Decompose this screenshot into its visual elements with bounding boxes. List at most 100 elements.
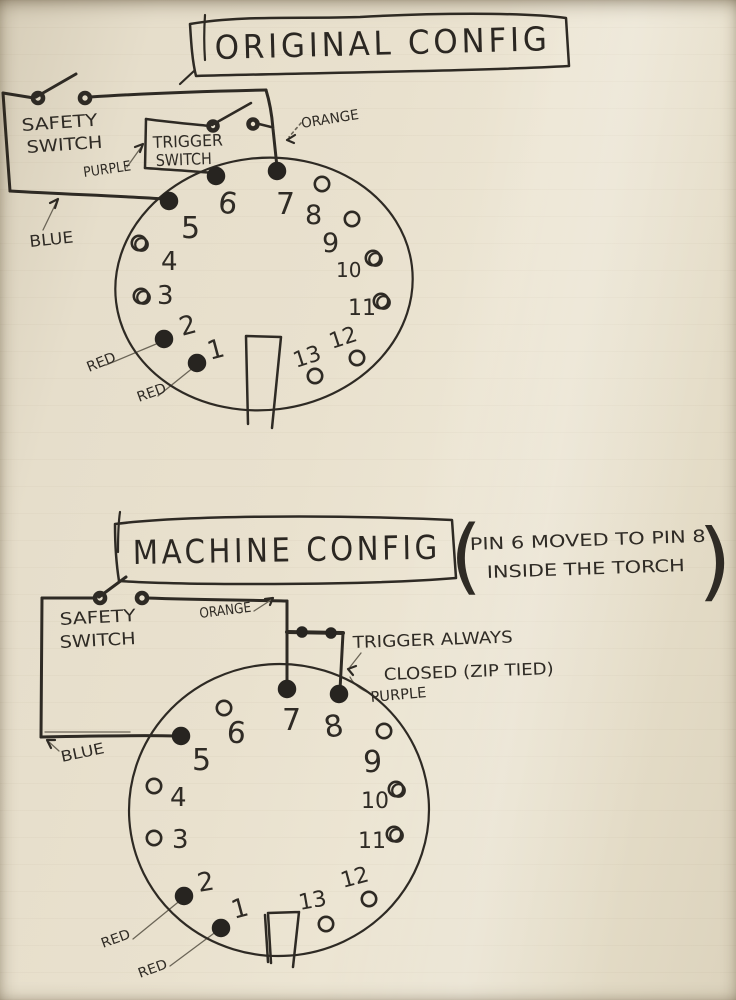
- original-title: ORIGINAL CONFIG: [214, 19, 551, 67]
- machine-title: MACHINE CONFIG: [132, 528, 441, 572]
- title-box-tick-mark: [203, 13, 207, 62]
- pin-label-8: 8: [305, 200, 322, 231]
- safety-loop-left-wire: [1, 91, 12, 193]
- safety-switch-label-line1: SAFETY: [21, 111, 99, 136]
- machine-purple-wire-label: PURPLE: [370, 685, 427, 706]
- trigger-note-line1: TRIGGER ALWAYS: [351, 627, 513, 652]
- pin-dot-12: [360, 890, 378, 908]
- safety-switch-contact-b: [77, 90, 93, 106]
- machine-blue-callout: BLUE: [45, 738, 106, 766]
- pin-dot-9: [375, 722, 393, 740]
- red-leader-pin1: [157, 366, 195, 397]
- pin-dot-8: [329, 684, 349, 704]
- machine-red-leader-pin1: [169, 930, 218, 967]
- pin-dot-9: [343, 210, 361, 228]
- machine-blue-wire-label: BLUE: [59, 739, 106, 766]
- pin-label-10: 10: [336, 258, 361, 282]
- pin-dot-13: [306, 367, 324, 385]
- safety-switch-contact-a: [30, 90, 46, 106]
- pin-label-3: 3: [157, 281, 174, 311]
- pin-dot-scribble-10: [368, 252, 383, 267]
- pin-label-13: 13: [297, 886, 329, 915]
- pin-label-6: 6: [225, 715, 247, 752]
- jumper-wire-to-pin8: [338, 631, 345, 692]
- pin-label-6: 6: [216, 185, 240, 222]
- machine-red-leader-pin2: [132, 898, 183, 940]
- trigger-note-line2: CLOSED (ZIP TIED): [383, 659, 554, 684]
- pin-dot-12: [348, 349, 366, 367]
- orange-wire-label: ORANGE: [300, 107, 360, 132]
- machine-red-callouts: RED RED: [99, 898, 218, 982]
- machine-note-line1: PIN 6 MOVED TO PIN 8: [469, 527, 706, 555]
- trigger-contact-bar: [257, 122, 273, 129]
- pin-label-7: 7: [276, 187, 295, 222]
- orange-arrowhead: [285, 133, 297, 145]
- pin-dot-3: [145, 829, 163, 847]
- pin-dot-6: [206, 166, 226, 186]
- trigger-jumper-contact-b: [325, 627, 337, 639]
- pin-label-4: 4: [161, 247, 178, 277]
- purple-arrowhead: [133, 142, 145, 154]
- pin-dot-7: [277, 679, 297, 699]
- machine-orange-arrowhead: [263, 596, 275, 607]
- machine-loop-top-wire-right: [145, 596, 289, 603]
- original-config-diagram: ORIGINAL CONFIG SAFETY SWITCH TRIGGER SW…: [1, 12, 571, 430]
- pin-label-7: 7: [282, 703, 301, 738]
- machine-safety-label-line2: SWITCH: [59, 629, 136, 653]
- blue-wire-to-pin5: [8, 189, 168, 201]
- machine-orange-pointer-line: [253, 599, 272, 612]
- pin-label-9: 9: [322, 228, 339, 259]
- connector-keyway: [244, 334, 283, 430]
- pin-label-12: 12: [338, 862, 372, 893]
- machine-config-diagram: MACHINE CONFIG ( ) PIN 6 MOVED TO PIN 8 …: [39, 509, 732, 982]
- title-box-corner-mark: [178, 69, 196, 86]
- pin-dot-5: [171, 726, 191, 746]
- pin-dot-5: [159, 191, 179, 211]
- pin-label-1: 1: [228, 893, 252, 926]
- pin-label-5: 5: [192, 743, 211, 778]
- machine-note-line2: INSIDE THE TORCH: [486, 556, 685, 583]
- trigger-box-top: [144, 117, 212, 128]
- pin-dot-scribble-4: [134, 237, 149, 252]
- trigger-switch-contact-b: [246, 117, 260, 131]
- trigger-switch-label-line2: SWITCH: [155, 149, 212, 170]
- machine-connector-keyway: [263, 910, 301, 969]
- wire-to-pin7: [264, 88, 279, 169]
- machine-red-wire-label-pin1: RED: [136, 956, 170, 981]
- purple-wire-label: PURPLE: [82, 158, 132, 181]
- red-leader-pin2: [105, 341, 162, 366]
- machine-loop-left-wire: [39, 596, 44, 739]
- trigger-jumper-contact-a: [296, 626, 308, 638]
- note-open-paren: (: [450, 509, 482, 604]
- machine-safety-label-line1: SAFETY: [59, 606, 137, 630]
- trigger-switch-label-line1: TRIGGER: [152, 131, 224, 152]
- pin-dot-13: [317, 915, 335, 933]
- pin-dot-scribble-11: [376, 295, 391, 310]
- red-wire-label-pin2: RED: [85, 350, 119, 376]
- pin-dot-7: [267, 161, 287, 181]
- machine-blue-wire-to-pin5: [39, 734, 178, 739]
- blue-callout: BLUE: [28, 197, 74, 251]
- safety-loop-top-wire-left: [1, 91, 36, 100]
- machine-blue-arrowhead: [45, 738, 57, 750]
- trigger-note-callout: TRIGGER ALWAYS CLOSED (ZIP TIED): [346, 627, 554, 684]
- pin-dot-8: [313, 175, 331, 193]
- trigger-switch-lever: [210, 101, 253, 127]
- red-callouts: RED RED: [85, 341, 195, 406]
- machine-blue-pointer-line: [48, 741, 60, 752]
- purple-callout: PURPLE: [82, 142, 145, 181]
- pin-label-8: 8: [321, 708, 346, 746]
- pin-dot-6: [215, 699, 233, 717]
- machine-title-tick-mark: [116, 510, 122, 554]
- trigger-note-arrowhead: [346, 664, 358, 677]
- blue-wire-label: BLUE: [28, 227, 74, 250]
- trigger-box-left: [143, 117, 148, 170]
- pin-label-1: 1: [204, 334, 228, 367]
- pin-dot-scribble-10: [391, 783, 406, 798]
- safety-switch-label-line2: SWITCH: [26, 133, 103, 158]
- trigger-note-pointer-line: [349, 652, 362, 668]
- orange-pointer-line: [288, 122, 302, 138]
